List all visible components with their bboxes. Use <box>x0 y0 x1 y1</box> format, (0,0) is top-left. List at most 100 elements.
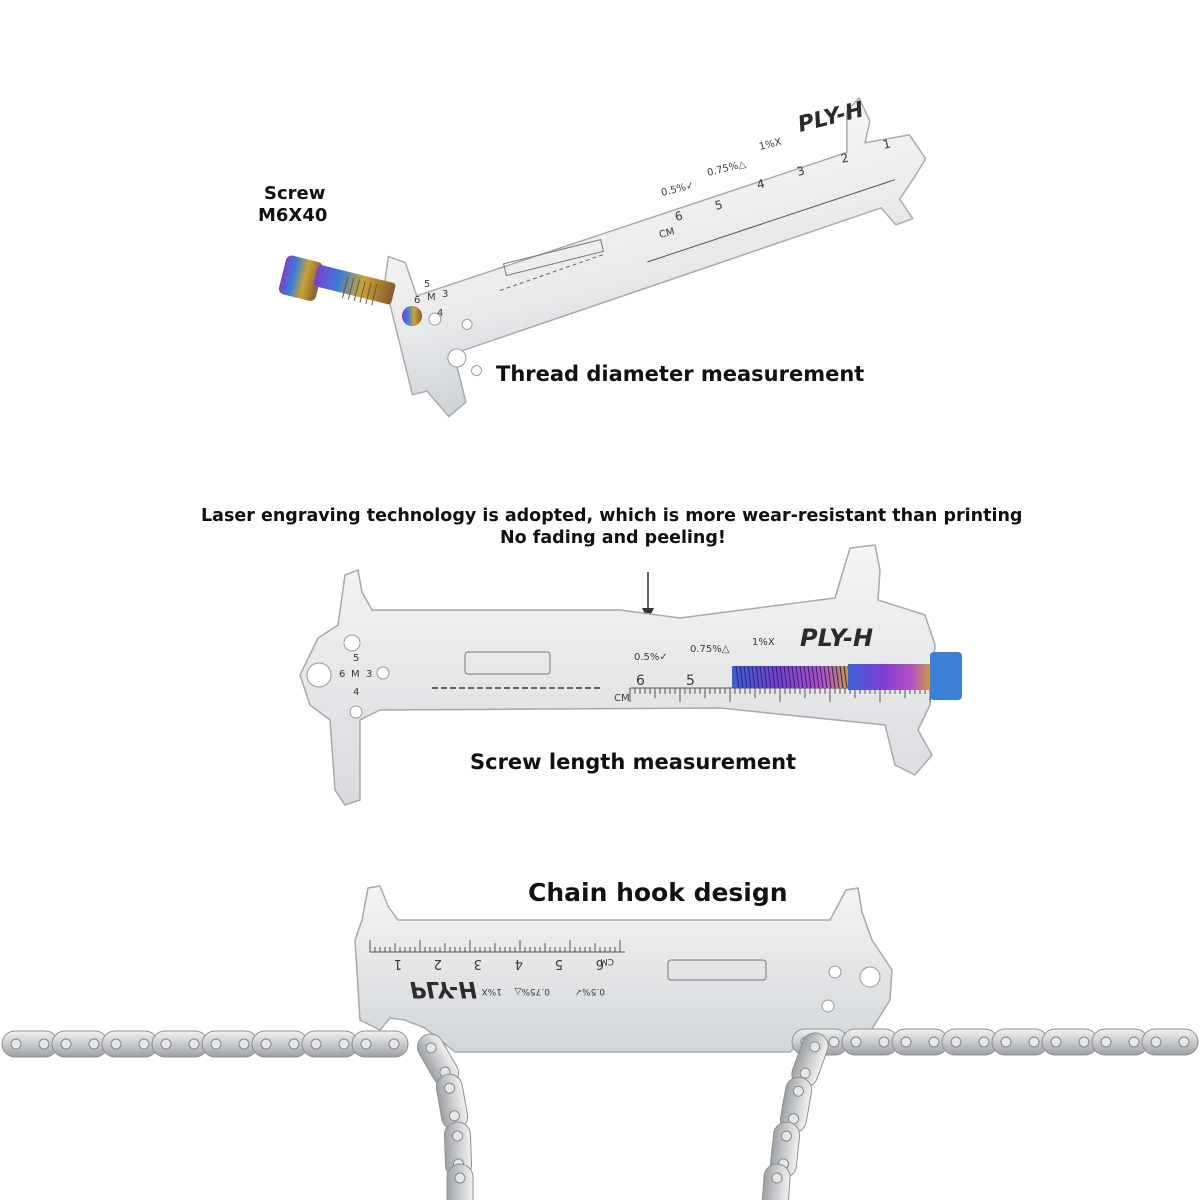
wear-mark-075-bottom: 0.75%△ <box>514 986 550 996</box>
ruler-num-6-bottom: 6 <box>596 956 604 971</box>
thread-line <box>739 665 744 689</box>
thread-line <box>783 665 788 689</box>
chain-link <box>51 1030 109 1058</box>
chain-link <box>1 1030 59 1058</box>
thread-size-6: 6 <box>414 295 420 306</box>
thread-line <box>811 665 816 689</box>
tool-body <box>383 96 927 418</box>
thread-line <box>763 665 768 689</box>
chain-link <box>151 1030 209 1058</box>
thread-line <box>771 665 776 689</box>
chain-link <box>1041 1028 1099 1056</box>
ruler-num-6-mid: 6 <box>636 673 645 689</box>
unit-label-bottom: CM <box>600 956 614 966</box>
ruler-num-3-bottom: 3 <box>474 956 482 971</box>
thread-line <box>827 665 832 689</box>
thread-size-5: 5 <box>424 279 430 290</box>
laser-headline-line1: Laser engraving technology is adopted, w… <box>201 506 1023 526</box>
thread-size-3-mid: 3 <box>366 669 372 680</box>
ruler-num-5-top: 5 <box>713 197 724 212</box>
chain-link <box>1091 1028 1149 1056</box>
thread-line <box>823 665 828 689</box>
unit-label-mid: CM <box>614 693 630 704</box>
hook-caption: Chain hook design <box>528 878 788 907</box>
thread-size-4-mid: 4 <box>353 687 359 698</box>
tool-flat-illustration: PLY-H 0.5%✓ 0.75%△ 1%X CM 6 5 5 6 M 3 4 <box>299 544 962 806</box>
thread-line <box>839 665 844 689</box>
thread-line <box>795 665 800 689</box>
brand-logo-bottom: PLY-H <box>410 976 477 1001</box>
chain-link <box>1141 1028 1199 1056</box>
thread-line <box>835 665 840 689</box>
screw-m6x40-image <box>278 255 422 326</box>
ruler-num-1-bottom: 1 <box>394 956 402 971</box>
wear-mark-1-mid: 1%X <box>752 637 775 648</box>
wear-mark-05-mid: 0.5%✓ <box>634 652 668 663</box>
screw-length-image <box>732 652 962 700</box>
screw-label-line2: M6X40 <box>258 205 328 226</box>
ruler-num-3-top: 3 <box>795 163 806 178</box>
wear-mark-075-mid: 0.75%△ <box>690 644 730 655</box>
thread-line <box>787 665 792 689</box>
tool-angled-illustration: PLY-H 0.5%✓ 0.75%△ 1%X CM 6 5 4 3 2 1 5 … <box>278 96 927 418</box>
thread-line <box>843 665 848 689</box>
thread-line <box>735 665 740 689</box>
ruler-num-5-bottom: 5 <box>555 956 563 971</box>
thread-line <box>775 665 780 689</box>
hook-panel: Chain hook design PLY-H CM 6 5 4 <box>0 820 1200 1200</box>
wear-mark-1-bottom: 1%X <box>482 986 502 996</box>
chain-link <box>435 1073 469 1131</box>
thread-size-6-mid: 6 <box>339 669 345 680</box>
thread-size-3: 3 <box>442 289 448 300</box>
thread-line <box>831 665 836 689</box>
thread-line <box>807 665 812 689</box>
chain-link <box>251 1030 309 1058</box>
ruler-num-1-top: 1 <box>881 136 892 151</box>
chain-link <box>351 1030 409 1058</box>
thread-panel: Screw M6X40 <box>0 0 1200 420</box>
screw-label-line1: Screw <box>264 183 326 204</box>
chain-link <box>101 1030 159 1058</box>
thread-size-4: 4 <box>437 308 443 319</box>
thread-line <box>743 665 748 689</box>
length-caption: Screw length measurement <box>470 750 797 774</box>
thread-line <box>751 665 756 689</box>
ruler-num-4-bottom: 4 <box>515 956 523 971</box>
chain-link <box>761 1163 791 1200</box>
laser-headline-line2: No fading and peeling! <box>500 528 726 548</box>
chain-link <box>841 1028 899 1056</box>
thread-line <box>767 665 772 689</box>
wear-mark-05-bottom: 0.5%✓ <box>575 986 605 996</box>
ruler-num-2-top: 2 <box>839 150 850 165</box>
chain-link <box>201 1030 259 1058</box>
bicycle-chain <box>1 1028 1199 1200</box>
chain-link <box>891 1028 949 1056</box>
tool-chain-illustration: PLY-H CM 6 5 4 3 2 1 0.5%✓ 0.75%△ 1%X <box>1 885 1199 1200</box>
wear-mark-075-top: 0.75%△ <box>706 159 747 179</box>
chain-link <box>443 1121 473 1179</box>
thread-line <box>799 665 804 689</box>
thread-caption: Thread diameter measurement <box>496 362 865 386</box>
wear-mark-05-top: 0.5%✓ <box>660 180 695 199</box>
ruler-num-5-mid: 5 <box>686 673 695 689</box>
thread-line <box>819 665 824 689</box>
thread-line <box>755 665 760 689</box>
thread-line <box>791 665 796 689</box>
chain-link <box>941 1028 999 1056</box>
ruler-num-6-top: 6 <box>673 208 684 223</box>
chain-link <box>446 1163 474 1200</box>
ruler-num-2-bottom: 2 <box>434 956 442 971</box>
thread-size-m: M <box>427 292 436 303</box>
thread-line <box>779 665 784 689</box>
thread-line <box>815 665 820 689</box>
thread-line <box>747 665 752 689</box>
length-panel: Laser engraving technology is adopted, w… <box>0 420 1200 820</box>
unit-label-top: CM <box>658 226 676 240</box>
ruler-num-4-top: 4 <box>755 176 766 191</box>
thread-size-m-mid: M <box>351 669 360 680</box>
chain-link <box>301 1030 359 1058</box>
thread-size-5-mid: 5 <box>353 653 359 664</box>
chain-link <box>991 1028 1049 1056</box>
brand-logo-mid: PLY-H <box>800 624 873 652</box>
thread-line <box>759 665 764 689</box>
